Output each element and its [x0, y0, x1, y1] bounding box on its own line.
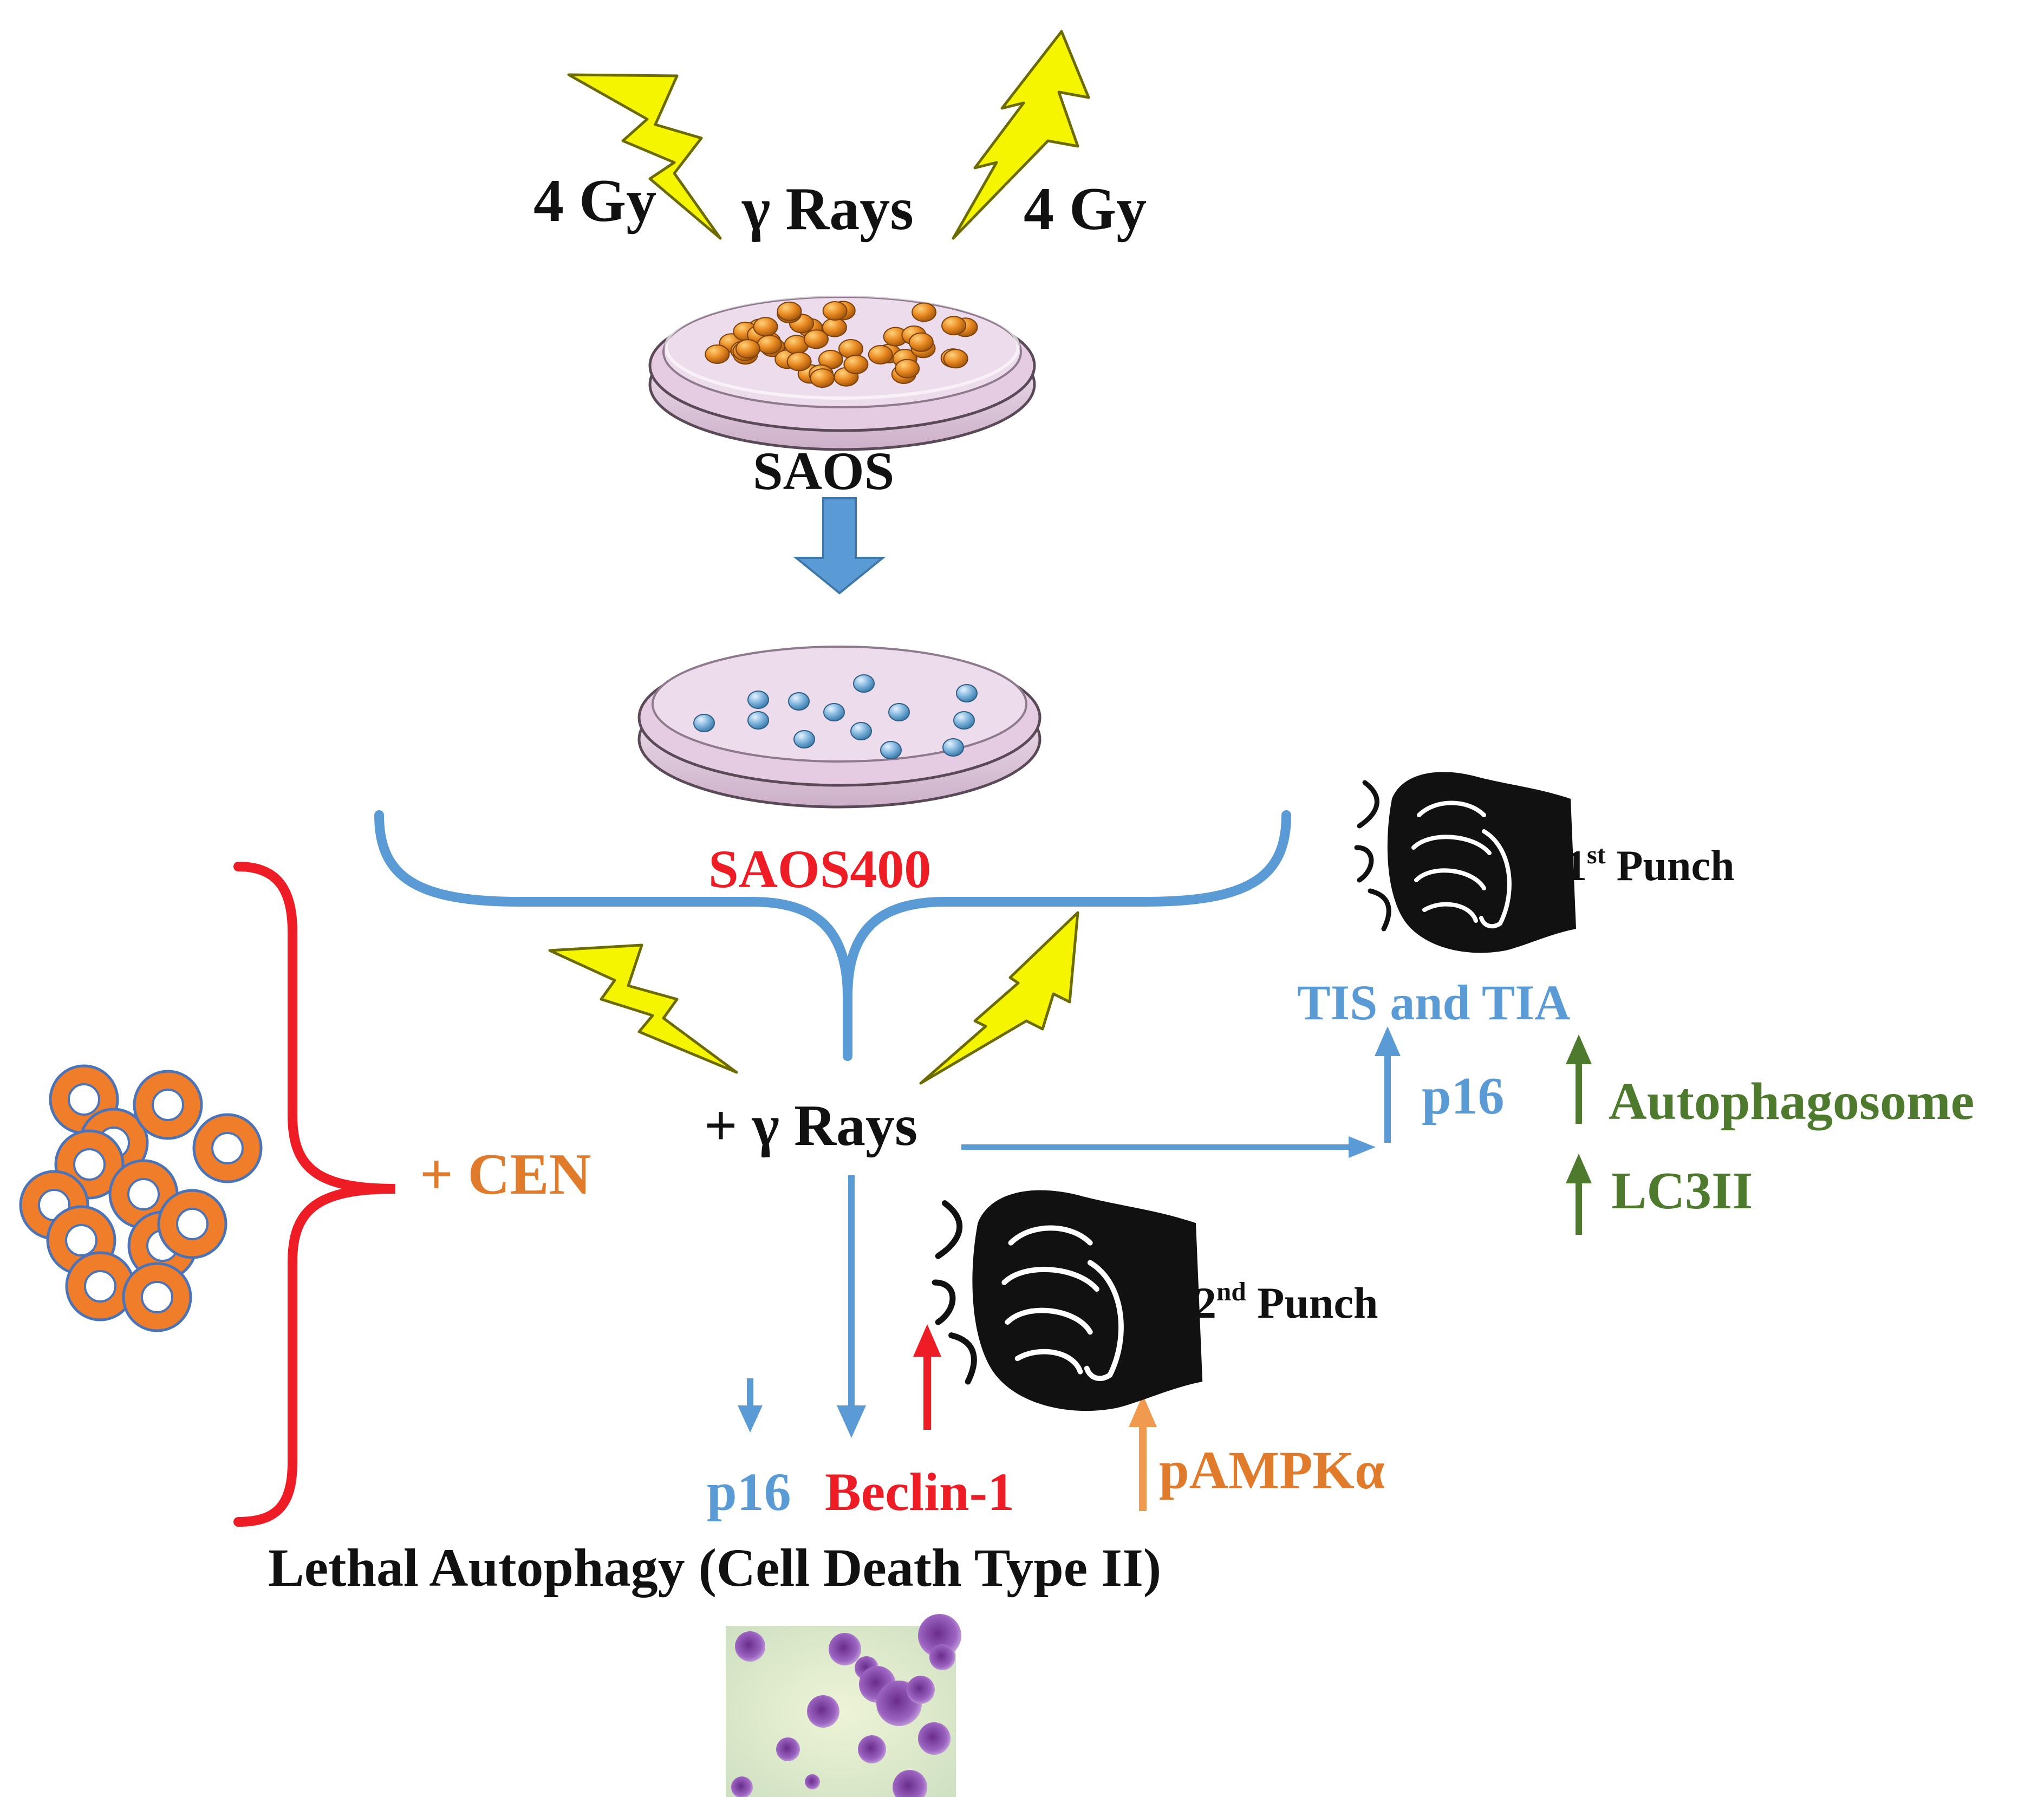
orange-cell: [941, 316, 967, 336]
cell-nucleus: [73, 1148, 106, 1181]
orange-cell: [810, 368, 835, 388]
lightning-bolt-icon: [952, 30, 1090, 240]
orange-cell: [843, 354, 869, 374]
autophagosome-label: Autophagosome: [1609, 1072, 1975, 1131]
cell-nucleus: [152, 1089, 184, 1121]
autophagosome-up-arrow: [1566, 1034, 1592, 1124]
treatment-label: + γ Rays: [704, 1093, 918, 1158]
dose-left-label: 4 Gy: [533, 167, 657, 235]
p16-down-arrow: [738, 1378, 763, 1433]
blue-cell: [788, 692, 810, 711]
pampk-up-arrow: [1129, 1395, 1157, 1511]
cell-nucleus: [65, 1224, 97, 1256]
outcome-title: Lethal Autophagy (Cell Death Type II): [268, 1538, 1162, 1598]
orange-cell: [912, 302, 937, 322]
cell-line-label: SAOS: [753, 441, 895, 501]
first-punch-text: Punch: [1616, 842, 1735, 890]
second-punch-text: Punch: [1257, 1278, 1378, 1327]
dose-right-label: 4 Gy: [1024, 175, 1147, 243]
cell-cluster-icon: [19, 1064, 263, 1332]
orange-cell: [822, 301, 848, 321]
micrograph-image: [726, 1614, 961, 1797]
tis-tia-label: TIS and TIA: [1297, 975, 1571, 1030]
blue-cell: [942, 738, 964, 757]
orange-cell: [753, 317, 778, 337]
down-arrow-icon: [793, 497, 886, 595]
cell-nucleus: [84, 1270, 116, 1303]
blue-cell: [850, 722, 872, 740]
first-punch-ordinal: 1: [1565, 842, 1587, 890]
orange-cell: [777, 301, 802, 321]
first-punch-label: 1st Punch: [1565, 842, 1735, 888]
blue-cell: [793, 730, 815, 748]
blue-brace: [374, 810, 1291, 1061]
arrow-to-first-punch: [961, 1136, 1376, 1158]
petri-dish-icon: [637, 646, 1041, 809]
pampk-label: pAMPKα: [1159, 1440, 1385, 1500]
cell-nucleus: [68, 1083, 100, 1116]
orange-cell: [943, 349, 968, 369]
blue-cell: [956, 684, 978, 702]
lightning-bolt-icon: [919, 911, 1079, 1085]
orange-cell: [757, 335, 782, 355]
red-brace: [233, 862, 396, 1527]
first-punch-suffix: st: [1587, 841, 1606, 869]
blue-cell: [880, 741, 902, 759]
lc3ii-label: LC3II: [1611, 1162, 1753, 1220]
blue-cell: [693, 714, 715, 732]
blue-cell: [953, 711, 975, 730]
blue-cell: [888, 703, 910, 721]
second-punch-suffix: nd: [1216, 1277, 1246, 1306]
orange-cell: [908, 332, 934, 352]
second-punch-ordinal: 2: [1194, 1278, 1216, 1327]
second-punch-label: 2nd Punch: [1194, 1278, 1378, 1325]
lightning-bolt-icon: [567, 73, 722, 240]
orange-cell: [705, 344, 730, 364]
orange-cell: [868, 345, 893, 364]
cell-nucleus: [141, 1281, 173, 1313]
fist-icon: [932, 1190, 1203, 1411]
resistant-line-label: SAOS400: [708, 839, 932, 899]
lc3ii-up-arrow: [1566, 1154, 1592, 1235]
orange-cell: [895, 359, 920, 379]
orange-cell: [735, 339, 760, 359]
arrow-down-to-outcome: [837, 1175, 866, 1438]
blue-cell: [853, 674, 875, 693]
cell-nucleus: [211, 1132, 244, 1164]
lightning-bolt-icon: [548, 943, 738, 1074]
beclin-up-arrow: [913, 1324, 941, 1430]
blue-cell-group: [693, 674, 978, 759]
beclin-label: Beclin-1: [825, 1462, 1014, 1522]
first-p16-label: p16: [1422, 1067, 1505, 1125]
orange-cell-group: [705, 301, 978, 388]
blue-cell: [747, 711, 769, 730]
gamma-rays-label: γ Rays: [742, 175, 914, 243]
fist-icon: [1354, 772, 1576, 953]
cell-nucleus: [127, 1178, 160, 1210]
orange-cell: [786, 351, 812, 372]
second-p16-label: p16: [707, 1462, 791, 1522]
drug-label: + CEN: [420, 1142, 591, 1207]
p16-up-arrow: [1375, 1026, 1401, 1143]
blue-cell: [747, 691, 769, 709]
orange-cell: [804, 329, 829, 349]
cell-nucleus: [176, 1208, 209, 1240]
blue-cell: [823, 703, 845, 721]
